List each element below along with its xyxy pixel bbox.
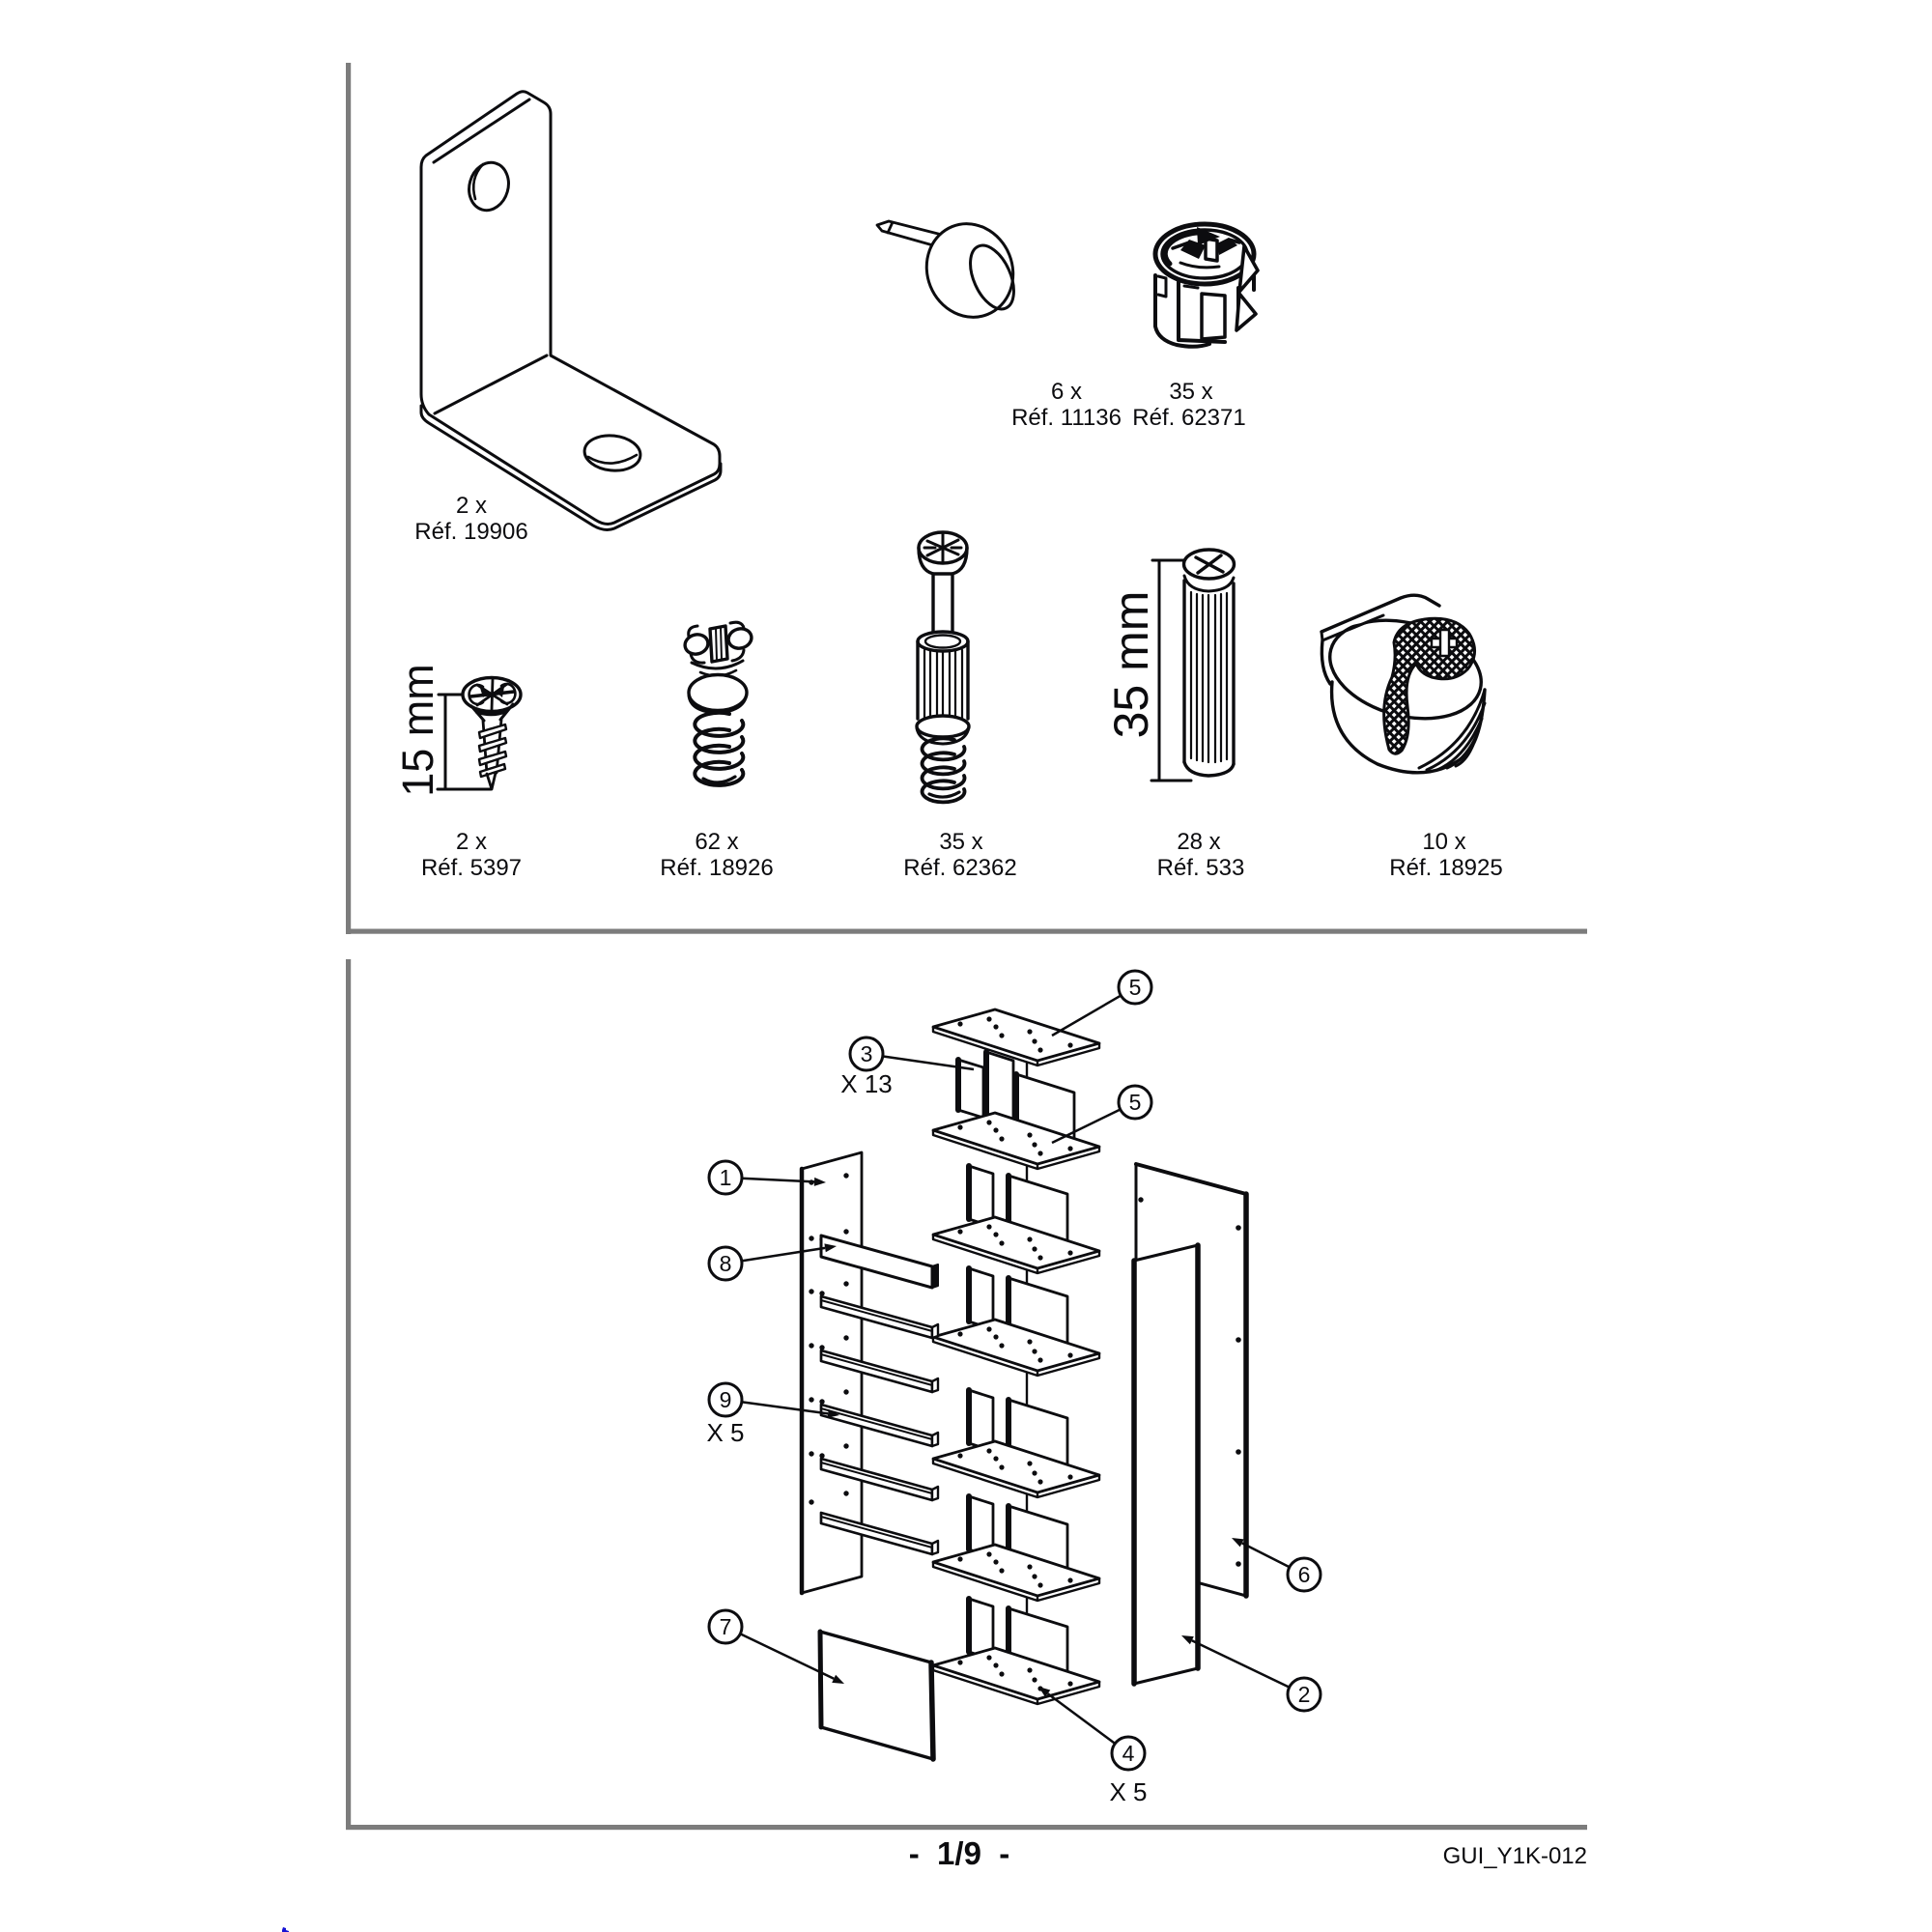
svg-text:2: 2: [1298, 1682, 1311, 1707]
svg-text:3: 3: [861, 1041, 873, 1066]
svg-text:7: 7: [720, 1614, 732, 1639]
svg-text:- 1/9 -: - 1/9 -: [909, 1835, 1010, 1871]
svg-text:62 x: 62 x: [695, 829, 738, 855]
svg-text:Réf. 18926: Réf. 18926: [660, 855, 773, 881]
svg-text:5: 5: [1129, 1090, 1142, 1115]
svg-text:1: 1: [720, 1165, 732, 1190]
svg-text:4: 4: [1122, 1741, 1135, 1766]
svg-text:Réf. 11136: Réf. 11136: [1011, 405, 1122, 431]
svg-text:6: 6: [1298, 1562, 1311, 1587]
svg-text:Réf. 18925: Réf. 18925: [1389, 855, 1502, 881]
svg-text:35 x: 35 x: [939, 829, 982, 855]
svg-text:GUI_Y1K-012: GUI_Y1K-012: [1443, 1843, 1587, 1869]
svg-text:2 x: 2 x: [456, 829, 487, 855]
svg-text:8: 8: [720, 1251, 732, 1276]
svg-text:X 13: X 13: [840, 1069, 893, 1098]
svg-text:Réf. 62371: Réf. 62371: [1132, 405, 1245, 431]
svg-text:28 x: 28 x: [1177, 829, 1220, 855]
svg-text:Réf. 533: Réf. 533: [1157, 855, 1245, 881]
svg-text:X 5: X 5: [706, 1418, 744, 1447]
svg-text:35 mm: 35 mm: [1104, 591, 1158, 739]
svg-text:5: 5: [1129, 975, 1142, 1000]
svg-text:15 mm: 15 mm: [393, 664, 442, 797]
svg-text:35 x: 35 x: [1169, 379, 1212, 405]
svg-text:Réf. 5397: Réf. 5397: [421, 855, 522, 881]
svg-text:Réf. 62362: Réf. 62362: [903, 855, 1016, 881]
svg-text:6 x: 6 x: [1051, 379, 1082, 405]
svg-text:2 x: 2 x: [456, 493, 487, 519]
svg-text:9: 9: [720, 1387, 732, 1412]
svg-text:X 5: X 5: [1109, 1777, 1147, 1806]
svg-text:10 x: 10 x: [1422, 829, 1465, 855]
svg-text:Réf. 19906: Réf. 19906: [414, 519, 527, 545]
